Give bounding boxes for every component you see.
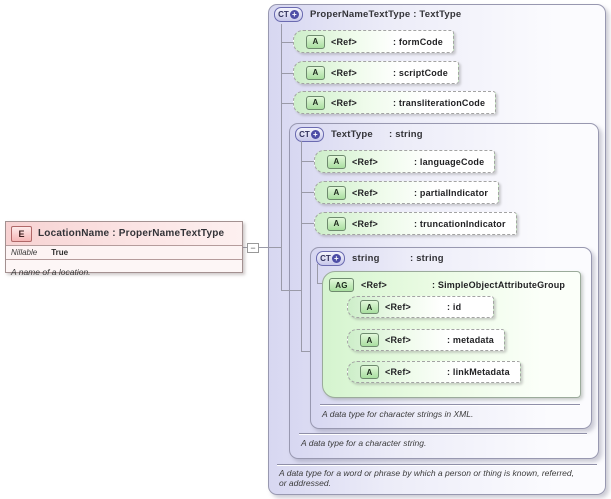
attribute-name: : languageCode <box>414 156 485 167</box>
attribute-transliterationcode[interactable]: A <Ref> : transliterationCode <box>293 91 497 114</box>
plus-icon: + <box>289 10 299 19</box>
connector-line <box>301 192 314 193</box>
connector-line <box>301 161 314 162</box>
attribute-name: : scriptCode <box>393 67 448 78</box>
connector-line <box>281 42 293 43</box>
attribute-ref: <Ref> <box>352 218 379 229</box>
complex-type-icon: CT+ <box>274 7 303 22</box>
element-description-row: A name of a location. <box>6 260 242 280</box>
type-title: ProperNameTextType : TextType <box>310 9 462 20</box>
attribute-name: : truncationIndicator <box>414 218 506 229</box>
complex-type-icon: CT+ <box>295 127 324 142</box>
connector-line <box>281 103 293 104</box>
attributegroup-name: : SimpleObjectAttributeGroup <box>432 280 566 290</box>
property-name: Nillable <box>11 248 38 257</box>
attribute-icon: A <box>360 333 379 347</box>
attribute-group-icon: AG <box>329 278 354 292</box>
attribute-icon: A <box>360 300 379 314</box>
connector-line <box>281 290 301 291</box>
attribute-icon: A <box>360 365 379 379</box>
attribute-name: : metadata <box>447 335 495 345</box>
element-description: A name of a location. <box>11 267 91 277</box>
element-title: LocationName : ProperNameTextType <box>38 228 225 239</box>
complex-type-icon: CT+ <box>316 251 345 266</box>
connector-line <box>259 247 282 248</box>
connector-line <box>317 264 318 283</box>
attribute-ref: <Ref> <box>385 367 412 377</box>
attribute-icon: A <box>306 95 325 110</box>
attribute-ref: <Ref> <box>385 335 412 345</box>
attribute-name: : partialIndicator <box>414 187 489 198</box>
element-locationname[interactable]: E LocationName : ProperNameTextType Nill… <box>5 221 243 277</box>
attributegroup-header: AG <Ref> : SimpleObjectAttributeGroup <box>329 278 565 292</box>
propernametexttype-description: A data type for a word or phrase by whic… <box>279 468 574 488</box>
attribute-icon: A <box>327 185 346 200</box>
attribute-ref: <Ref> <box>385 302 412 312</box>
attribute-name: : formCode <box>393 36 443 47</box>
attribute-ref: <Ref> <box>352 187 379 198</box>
connector-line <box>281 73 293 74</box>
plus-icon: + <box>310 130 320 139</box>
attribute-id[interactable]: A <Ref> : id <box>347 296 494 318</box>
attribute-languagecode[interactable]: A <Ref> : languageCode <box>314 150 496 173</box>
attribute-name: : id <box>447 302 462 312</box>
header-texttype[interactable]: CT+ TextType: string <box>295 127 423 142</box>
connector-line <box>317 283 323 284</box>
element-title-row: E LocationName : ProperNameTextType <box>6 222 242 246</box>
attribute-scriptcode[interactable]: A <Ref> : scriptCode <box>293 61 459 84</box>
attribute-ref: <Ref> <box>331 67 358 78</box>
plus-icon: + <box>331 254 341 263</box>
attributegroup-ref: <Ref> <box>361 280 388 290</box>
attribute-ref: <Ref> <box>352 156 379 167</box>
attribute-name: : linkMetadata <box>447 367 510 377</box>
element-properties-row: Nillable True <box>6 246 242 260</box>
attribute-ref: <Ref> <box>331 36 358 47</box>
attribute-icon: A <box>306 65 325 80</box>
header-propernametexttype[interactable]: CT+ ProperNameTextType : TextType <box>274 7 461 22</box>
string-description: A data type for character strings in XML… <box>322 409 474 419</box>
connector-line <box>301 141 302 351</box>
connector-line <box>301 351 310 352</box>
header-string[interactable]: CT+ string: string <box>316 251 444 266</box>
divider <box>299 433 587 435</box>
connector-line <box>281 24 282 291</box>
attribute-name: : transliterationCode <box>393 97 486 108</box>
type-title: TextType: string <box>331 129 423 140</box>
connector-line <box>301 223 314 224</box>
type-title: string: string <box>352 253 444 264</box>
element-icon: E <box>11 225 32 242</box>
attribute-formcode[interactable]: A <Ref> : formCode <box>293 30 454 53</box>
collapse-toggle-button[interactable]: − <box>247 243 259 253</box>
attribute-ref: <Ref> <box>331 97 358 108</box>
attribute-metadata[interactable]: A <Ref> : metadata <box>347 329 506 351</box>
attribute-partialindicator[interactable]: A <Ref> : partialIndicator <box>314 181 500 204</box>
connector-line <box>243 247 247 248</box>
attribute-icon: A <box>327 216 346 231</box>
divider <box>320 404 580 406</box>
divider <box>277 464 597 466</box>
property-value: True <box>51 248 69 257</box>
attribute-icon: A <box>306 34 325 49</box>
attribute-icon: A <box>327 154 346 169</box>
attribute-truncationindicator[interactable]: A <Ref> : truncationIndicator <box>314 212 517 235</box>
texttype-description: A data type for a character string. <box>301 438 427 448</box>
attribute-linkmetadata[interactable]: A <Ref> : linkMetadata <box>347 361 521 383</box>
